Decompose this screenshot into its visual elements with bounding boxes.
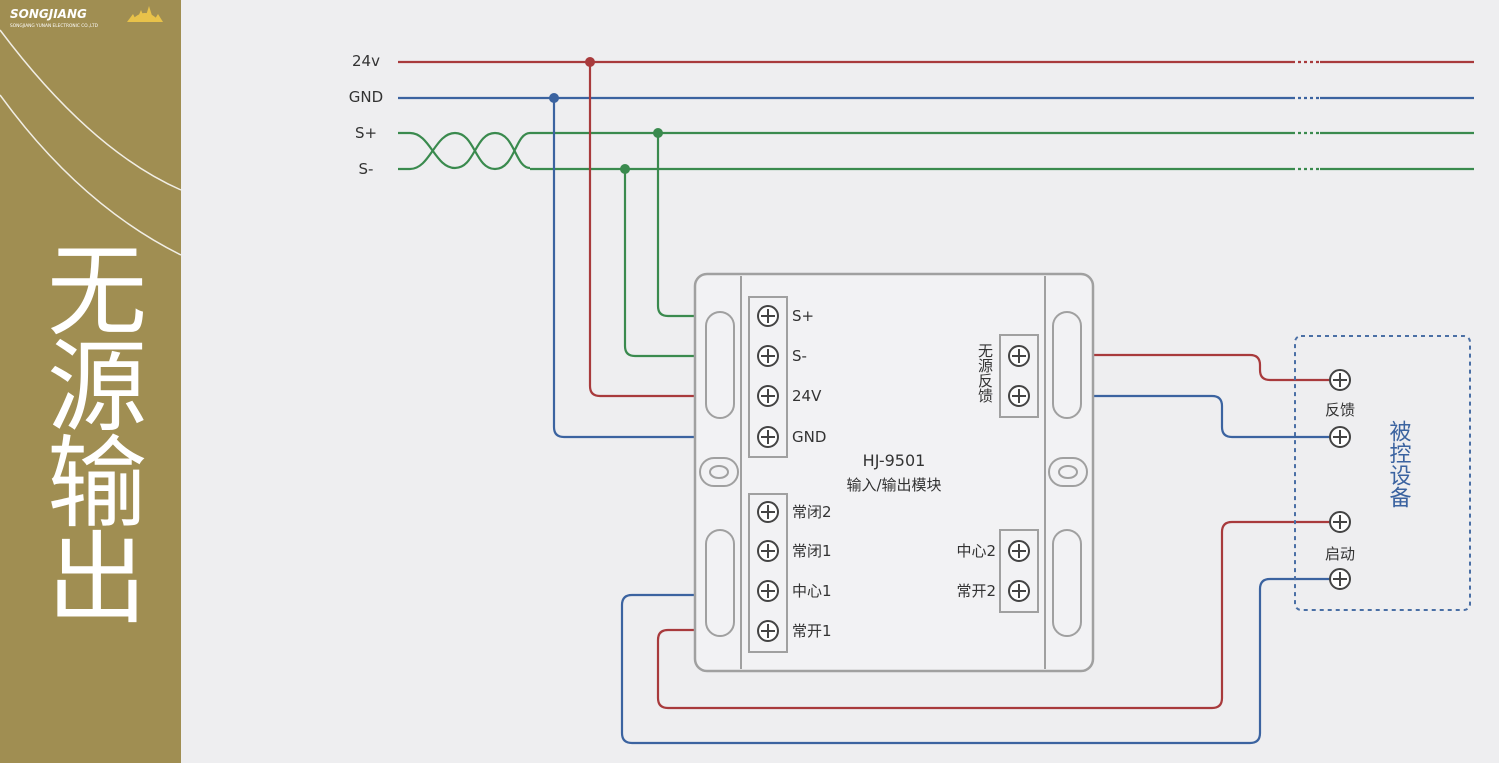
screw-icon-left-top-1	[757, 305, 779, 327]
terminal-label-gnd: GND	[792, 428, 826, 446]
terminal-label-nc1: 常闭1	[792, 542, 832, 560]
module-housing	[693, 272, 1095, 673]
terminal-label-com2: 中心2	[956, 542, 996, 560]
sidebar: SONGJIANG SONGJIANG YUNAN ELECTRONIC CO.…	[0, 0, 182, 763]
terminal-block-left-top	[748, 296, 788, 458]
screw-icon-left-bottom-4	[757, 620, 779, 642]
sidebar-curve-2	[0, 94, 182, 256]
mount-slot-right-bottom	[1052, 529, 1082, 637]
screw-icon-right-bottom-2	[1008, 580, 1030, 602]
device-feedback-label: 反馈	[1325, 401, 1355, 419]
terminal-label-nc2: 常闭2	[792, 503, 832, 521]
screw-icon-left-top-4	[757, 426, 779, 448]
module-model: HJ-9501	[863, 451, 926, 470]
screw-icon-device-2	[1329, 426, 1351, 448]
screw-icon-left-bottom-3	[757, 580, 779, 602]
junction-gnd	[549, 93, 559, 103]
junction-s-plus	[653, 128, 663, 138]
controlled-device: 反馈 启动 被控设备	[1294, 335, 1471, 611]
terminal-block-left-bottom	[748, 493, 788, 653]
terminal-label-passive-feedback: 无源反馈	[976, 343, 994, 403]
sidebar-background	[0, 0, 181, 763]
screw-icon-left-top-2	[757, 345, 779, 367]
mount-slot-right-top	[1052, 311, 1082, 419]
screw-icon-right-bottom-1	[1008, 540, 1030, 562]
vertical-title: 无源输出	[30, 238, 147, 623]
bus-label-s-minus: S-	[359, 160, 374, 178]
brand-logo-text: SONGJIANG	[10, 7, 87, 21]
brand-lotus-icon	[127, 6, 163, 22]
drop-wire-gnd	[552, 98, 695, 439]
bus-label-gnd: GND	[349, 88, 383, 106]
terminal-label-s-plus: S+	[792, 307, 814, 325]
terminal-block-right-bottom	[999, 529, 1039, 613]
module-name: 输入/输出模块	[846, 476, 941, 494]
drop-wire-24v	[588, 62, 695, 398]
wire-feedback-red	[1093, 353, 1333, 382]
device-boundary	[1294, 335, 1471, 611]
drop-wire-s-minus	[623, 169, 695, 358]
drop-wire-s-plus	[656, 133, 695, 318]
device-terminal-screws	[1329, 369, 1351, 590]
terminal-label-24v: 24V	[792, 387, 822, 405]
screw-icon-left-bottom-2	[757, 540, 779, 562]
wire-start-blue	[620, 577, 1333, 745]
screw-icon-left-bottom-1	[757, 501, 779, 523]
terminal-label-no2: 常开2	[956, 582, 996, 600]
bus-label-24v: 24v	[352, 52, 380, 70]
bus-label-s-plus: S+	[355, 124, 377, 142]
terminal-label-com1: 中心1	[792, 582, 832, 600]
terminal-screws	[757, 305, 1030, 642]
wire-feedback-blue	[1093, 394, 1333, 439]
mount-hole-right	[1048, 457, 1088, 487]
wire-start-red	[656, 520, 1333, 710]
bus-s-plus-line	[398, 131, 1474, 171]
screw-icon-device-1	[1329, 369, 1351, 391]
terminal-label-no1: 常开1	[792, 622, 832, 640]
screw-icon-device-3	[1329, 511, 1351, 533]
junction-s-minus	[620, 164, 630, 174]
screw-icon-right-top-1	[1008, 345, 1030, 367]
sidebar-curve-1	[0, 29, 182, 191]
mount-hole-left	[699, 457, 739, 487]
terminal-block-right-top	[999, 334, 1039, 418]
device-start-label: 启动	[1325, 545, 1355, 563]
mount-slot-left-bottom	[705, 529, 735, 637]
brand-logo-subtitle: SONGJIANG YUNAN ELECTRONIC CO.,LTD	[10, 23, 99, 29]
screw-icon-device-4	[1329, 568, 1351, 590]
screw-icon-right-top-2	[1008, 385, 1030, 407]
terminal-label-s-minus: S-	[792, 347, 807, 365]
junction-24v	[585, 57, 595, 67]
module-hj9501: S+ S- 24V GND 常闭2 常闭1 中心1 常开1 中心2 常开2 无源…	[693, 272, 1095, 673]
device-name: 被控设备	[1386, 420, 1412, 508]
mount-slot-left-top	[705, 311, 735, 419]
screw-icon-left-top-3	[757, 385, 779, 407]
